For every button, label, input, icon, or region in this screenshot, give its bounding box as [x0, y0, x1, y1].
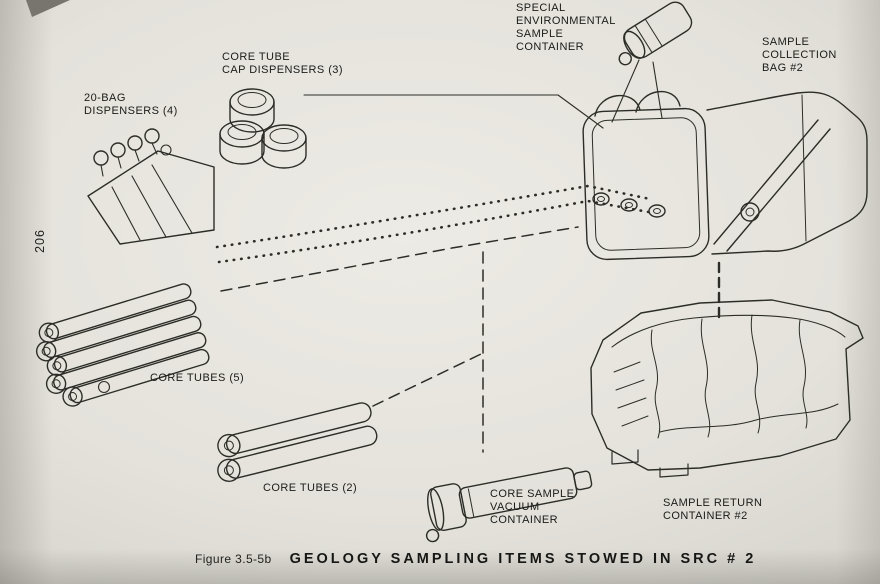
dotted-leader-lines [215, 184, 656, 264]
container2-liner-rim [611, 314, 846, 348]
leader-cap-dispensers [303, 94, 604, 129]
page-number: 206 [32, 229, 47, 253]
label-core-sample-vacuum-container: CORE SAMPLE VACUUM CONTAINER [490, 488, 575, 526]
leader-special-container [611, 59, 663, 123]
scan-corner-artifact [26, 0, 70, 17]
core-tube-cap-dispensers-art [219, 88, 307, 169]
figure-title: GEOLOGY SAMPLING ITEMS STOWED IN SRC # 2 [289, 551, 757, 567]
label-sample-return-container-2: SAMPLE RETURN CONTAINER #2 [663, 497, 763, 522]
core-tubes-2-art [217, 402, 378, 483]
sample-return-container-2-art [590, 299, 864, 478]
figure-caption: Figure 3.5-5b GEOLOGY SAMPLING ITEMS STO… [195, 551, 756, 567]
core-tubes-5-art [35, 283, 210, 407]
container2-feet [611, 449, 689, 478]
label-special-environmental-sample-container: SPECIAL ENVIRONMENTAL SAMPLE CONTAINER [516, 2, 616, 53]
core-sample-vacuum-container-art [425, 467, 593, 543]
label-core-tubes-5: CORE TUBES (5) [150, 372, 245, 384]
src-strap-buckle [740, 202, 760, 222]
src-strap [713, 119, 831, 252]
bag-dispensers-art [87, 128, 215, 245]
label-20-bag-dispensers: 20-BAG DISPENSERS (4) [84, 92, 178, 117]
label-core-tube-cap-dispensers: CORE TUBE CAP DISPENSERS (3) [222, 51, 343, 76]
label-sample-collection-bag-2: SAMPLE COLLECTION BAG #2 [762, 36, 837, 74]
label-core-tubes-2: CORE TUBES (2) [263, 482, 358, 494]
sample-collection-bag-2-art [801, 94, 807, 242]
figure-number-label: Figure 3.5-5b [195, 552, 272, 566]
src-box-art [582, 90, 868, 261]
dashed-leader-lines [220, 226, 579, 453]
special-environmental-sample-container-art [611, 1, 693, 123]
core-tube-ring [97, 380, 111, 394]
